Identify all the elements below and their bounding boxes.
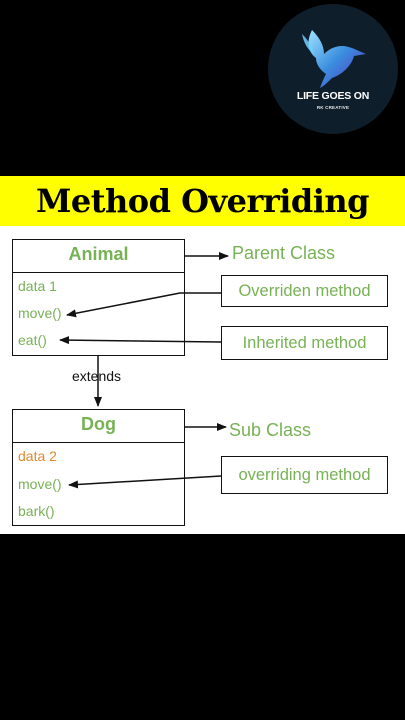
member-bark: bark() — [18, 503, 55, 519]
label-overriding-method: overriding method — [221, 456, 388, 494]
label-sub-class: Sub Class — [229, 420, 312, 440]
overriding-arrow — [68, 475, 222, 489]
member-move: move() — [18, 305, 62, 321]
extends-label: extends — [72, 368, 122, 384]
title-banner: Method Overriding — [0, 176, 405, 226]
logo-title: LIFE GOES ON — [296, 90, 370, 102]
member-data-1: data 1 — [18, 278, 57, 294]
animal-class-box: Animal data 1 move() eat() — [12, 239, 185, 356]
arrows-layer — [59, 252, 229, 489]
inherited-arrow — [59, 336, 222, 345]
dog-class-box: Dog data 2 move() bark() — [12, 409, 185, 526]
hummingbird-icon — [302, 30, 366, 88]
member-move-override: move() — [18, 476, 62, 492]
page-title: Method Overriding — [35, 182, 370, 220]
class-name-animal: Animal — [68, 244, 129, 264]
channel-logo: LIFE GOES ON RK CREATIVE — [268, 4, 398, 134]
label-overriden-method: Overriden method — [221, 275, 388, 307]
diagram-panel: Animal data 1 move() eat() Parent Class … — [0, 226, 405, 534]
logo-subtitle: RK CREATIVE — [316, 105, 350, 110]
overriden-arrow — [66, 292, 221, 318]
label-parent-class: Parent Class — [232, 243, 336, 263]
class-name-dog: Dog — [81, 414, 116, 434]
member-data-2: data 2 — [18, 448, 57, 464]
class-divider — [13, 272, 184, 273]
class-divider — [13, 442, 184, 443]
label-inherited-method: Inherited method — [221, 326, 388, 360]
member-eat: eat() — [18, 332, 47, 348]
